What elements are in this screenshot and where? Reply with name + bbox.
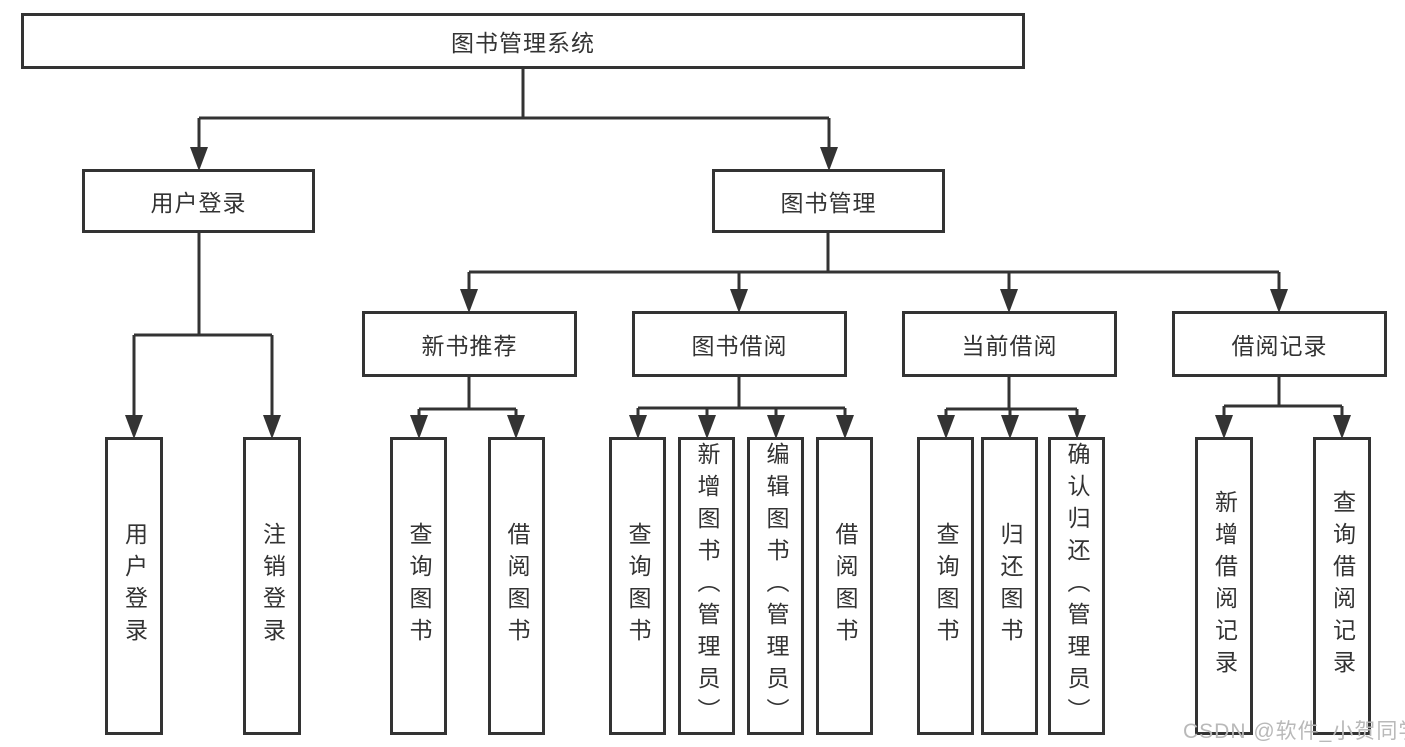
leaf-logout-label: 注销登录 [259, 522, 286, 650]
leaf-borrow-books-borrowing: 借阅图书 [816, 437, 873, 735]
leaf-query-books-current: 查询图书 [917, 437, 974, 735]
node-user-login: 用户登录 [82, 169, 315, 233]
node-root: 图书管理系统 [21, 13, 1025, 69]
leaf-user-login-label: 用户登录 [121, 522, 148, 650]
leaf-query-books-borrowing: 查询图书 [609, 437, 666, 735]
node-borrowing-records: 借阅记录 [1172, 311, 1387, 377]
connector-fork-book-management [467, 233, 1281, 295]
node-root-label: 图书管理系统 [451, 30, 595, 56]
connector-fork-root [197, 69, 831, 152]
connector-fork-current-borrowing [944, 377, 1079, 421]
leaf-add-book-admin: 新增图书（管理员） [678, 437, 735, 735]
node-borrowing-records-label: 借阅记录 [1231, 333, 1328, 359]
leaf-add-book-admin-label: 新增图书（管理员） [694, 442, 720, 730]
leaf-confirm-return-admin: 确认归还（管理员） [1048, 437, 1105, 735]
node-book-borrowing: 图书借阅 [632, 311, 847, 377]
leaf-borrow-books-recommend-label: 借阅图书 [504, 522, 530, 650]
leaf-query-borrow-record: 查询借阅记录 [1313, 437, 1371, 735]
node-current-borrowing-label: 当前借阅 [961, 333, 1058, 359]
leaf-borrow-books-borrowing-label: 借阅图书 [832, 522, 858, 650]
leaf-query-books-recommend-label: 查询图书 [406, 522, 432, 650]
leaf-add-borrow-record-label: 新增借阅记录 [1211, 490, 1238, 682]
leaf-borrow-books-recommend: 借阅图书 [488, 437, 545, 735]
connector-fork-book-borrowing [636, 377, 847, 421]
leaf-query-books-borrowing-label: 查询图书 [625, 522, 651, 650]
node-book-management-label: 图书管理 [780, 190, 877, 216]
node-book-borrowing-label: 图书借阅 [691, 333, 788, 359]
node-user-login-label: 用户登录 [150, 190, 247, 216]
leaf-query-borrow-record-label: 查询借阅记录 [1329, 490, 1356, 682]
leaf-query-books-recommend: 查询图书 [390, 437, 447, 735]
node-book-management: 图书管理 [712, 169, 945, 233]
arrowheads [125, 147, 1351, 439]
connector-fork-borrowing-records [1222, 377, 1344, 421]
leaf-logout: 注销登录 [243, 437, 301, 735]
leaf-return-books: 归还图书 [981, 437, 1038, 735]
connector-fork-user-login [132, 233, 274, 421]
connector-fork-new-book-recommend [417, 377, 518, 421]
node-new-book-recommend: 新书推荐 [362, 311, 577, 377]
leaf-user-login: 用户登录 [105, 437, 163, 735]
leaf-edit-book-admin: 编辑图书（管理员） [747, 437, 804, 735]
leaf-confirm-return-admin-label: 确认归还（管理员） [1064, 442, 1090, 730]
leaf-query-books-current-label: 查询图书 [933, 522, 959, 650]
leaf-return-books-label: 归还图书 [997, 522, 1023, 650]
watermark-text: CSDN @软件_小贺同学 [1183, 720, 1405, 743]
node-new-book-recommend-label: 新书推荐 [421, 333, 518, 359]
leaf-add-borrow-record: 新增借阅记录 [1195, 437, 1253, 735]
leaf-edit-book-admin-label: 编辑图书（管理员） [763, 442, 789, 730]
node-current-borrowing: 当前借阅 [902, 311, 1117, 377]
